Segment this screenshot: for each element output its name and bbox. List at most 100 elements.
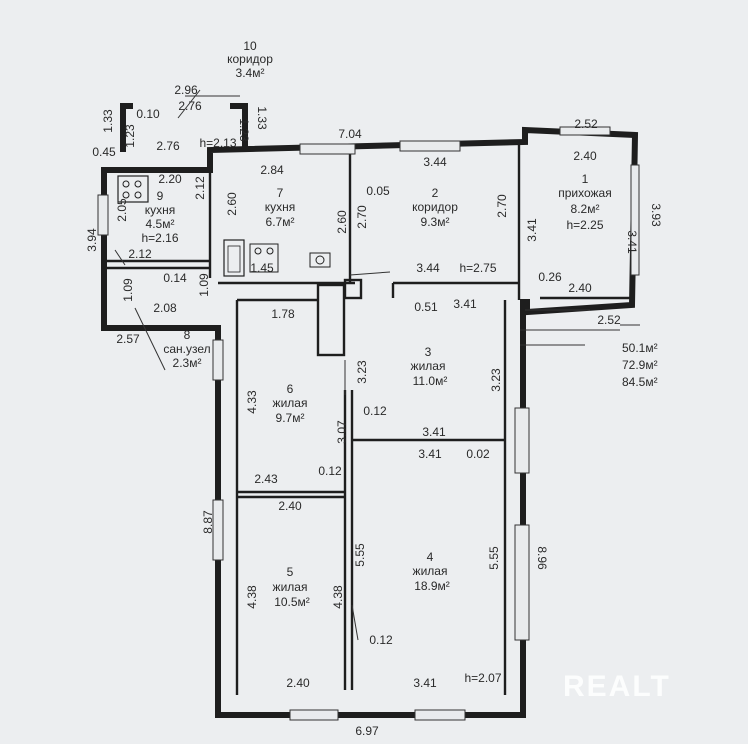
- room-5-number: 5: [287, 565, 294, 579]
- dimension-label: 1.33: [255, 106, 269, 130]
- dimension-label: 3.41: [625, 230, 639, 254]
- dimension-label: 3.93: [649, 203, 663, 227]
- room-7-area: 6.7м²: [266, 215, 295, 229]
- dimension-label: 2.96: [174, 83, 198, 97]
- dimension-label: 2.40: [286, 676, 310, 690]
- dimension-label: 1.23: [123, 124, 137, 148]
- dimension-label: 0.51: [414, 300, 438, 314]
- dimension-label: 2.40: [573, 149, 597, 163]
- dimension-label: 0.05: [366, 184, 390, 198]
- total-area-1: 50.1м²: [622, 341, 658, 355]
- dimension-label: 2.84: [260, 163, 284, 177]
- dimension-label: 5.55: [487, 546, 501, 570]
- room-3-area: 11.0м²: [413, 374, 448, 388]
- dimension-label: 1.09: [121, 278, 135, 302]
- room-7-name: кухня: [265, 200, 296, 214]
- door-swing: [351, 604, 359, 641]
- dimension-label: 3.41: [413, 676, 437, 690]
- room-1-area: 8.2м²: [571, 202, 600, 216]
- room-labels: 10 коридор 3.4м² 9 кухня 4.5м² h=2.16 7 …: [141, 39, 657, 609]
- dimension-label: 3.94: [85, 228, 99, 252]
- dimension-label: 1.23: [237, 118, 251, 142]
- window: [630, 164, 640, 276]
- dimension-label: 0.26: [538, 270, 562, 284]
- dimension-label: 2.08: [153, 301, 177, 315]
- room-8-name: сан.узел: [163, 342, 210, 356]
- sink-icon: [309, 252, 331, 268]
- dimension-label: 4.38: [331, 585, 345, 609]
- dimension-label: 2.20: [158, 172, 182, 186]
- dimension-label: 0.12: [318, 464, 342, 478]
- dimension-label: 2.70: [355, 205, 369, 229]
- toilet-icon: [249, 243, 279, 273]
- dimension-label: 2.12: [193, 176, 207, 200]
- stove-icon: [117, 175, 149, 203]
- dimension-label: 8.87: [201, 510, 215, 534]
- dimension-label: 1.33: [101, 109, 115, 133]
- door-swing: [114, 249, 126, 266]
- room-2-area: 9.3м²: [421, 215, 450, 229]
- dimension-label: 2.12: [128, 247, 152, 261]
- dimension-label: 2.40: [278, 499, 302, 513]
- room-1-height: h=2.25: [566, 218, 603, 232]
- room-5-area: 10.5м²: [274, 595, 310, 609]
- door-swing: [349, 271, 391, 276]
- dimension-labels: 2.96 2.76 1.33 0.10 1.23 1.33 1.23 0.45 …: [85, 83, 663, 738]
- dimension-label: 4.38: [245, 585, 259, 609]
- room-6-area: 9.7м²: [276, 411, 305, 425]
- dimension-label: 5.55: [353, 543, 367, 567]
- dimension-label: 7.04: [338, 127, 362, 141]
- window: [559, 126, 611, 136]
- room-4-area: 18.9м²: [414, 579, 450, 593]
- total-area-3: 84.5м²: [622, 375, 658, 389]
- room-9-height: h=2.16: [141, 231, 178, 245]
- room-9-area: 4.5м²: [146, 217, 175, 231]
- window: [289, 709, 339, 721]
- dimension-label: h=2.75: [459, 261, 496, 275]
- window: [212, 499, 224, 561]
- dimension-label: 6.97: [355, 724, 379, 738]
- dimension-label: 2.57: [116, 332, 140, 346]
- room-9-name: кухня: [145, 203, 176, 217]
- fixtures: [117, 175, 331, 277]
- room-3-number: 3: [425, 345, 432, 359]
- room-9-number: 9: [157, 189, 164, 203]
- dimension-label: 0.45: [92, 145, 116, 159]
- room-6-number: 6: [287, 382, 294, 396]
- window: [514, 407, 530, 474]
- window: [97, 194, 109, 236]
- room-2-name: коридор: [412, 200, 458, 214]
- window: [514, 524, 530, 641]
- dimension-label: 3.23: [355, 360, 369, 384]
- dimension-label: 2.76: [156, 139, 180, 153]
- dimension-label: 3.44: [416, 261, 440, 275]
- dimension-label: h=2.13: [199, 136, 236, 150]
- dimension-label: 3.07: [335, 420, 349, 444]
- window: [299, 143, 356, 155]
- walls: [97, 89, 640, 721]
- dimension-label: 0.02: [466, 447, 490, 461]
- ext-line: [177, 89, 201, 119]
- room-8-number: 8: [184, 328, 191, 342]
- room-10-area: 3.4м²: [236, 66, 265, 80]
- window: [399, 140, 461, 152]
- total-area-2: 72.9м²: [622, 358, 658, 372]
- dimension-label: 4.33: [245, 390, 259, 414]
- dimension-label: 2.60: [225, 192, 239, 216]
- column-block: [343, 278, 363, 300]
- dimension-label: 3.41: [422, 425, 446, 439]
- room-10-number: 10: [243, 39, 257, 53]
- dimension-label: 3.23: [489, 368, 503, 392]
- dimension-label: 2.40: [568, 281, 592, 295]
- ext-line: [134, 307, 166, 371]
- dimension-label: 2.05: [115, 198, 129, 222]
- dimension-label: 3.41: [418, 447, 442, 461]
- dimension-label: 0.12: [369, 633, 393, 647]
- room-2-number: 2: [432, 186, 439, 200]
- bathtub-icon: [223, 239, 245, 277]
- dimension-label: 8.96: [535, 546, 549, 570]
- room-1-name: прихожая: [558, 186, 611, 200]
- dimension-label: 2.43: [254, 472, 278, 486]
- watermark-logo: REALT: [563, 670, 671, 703]
